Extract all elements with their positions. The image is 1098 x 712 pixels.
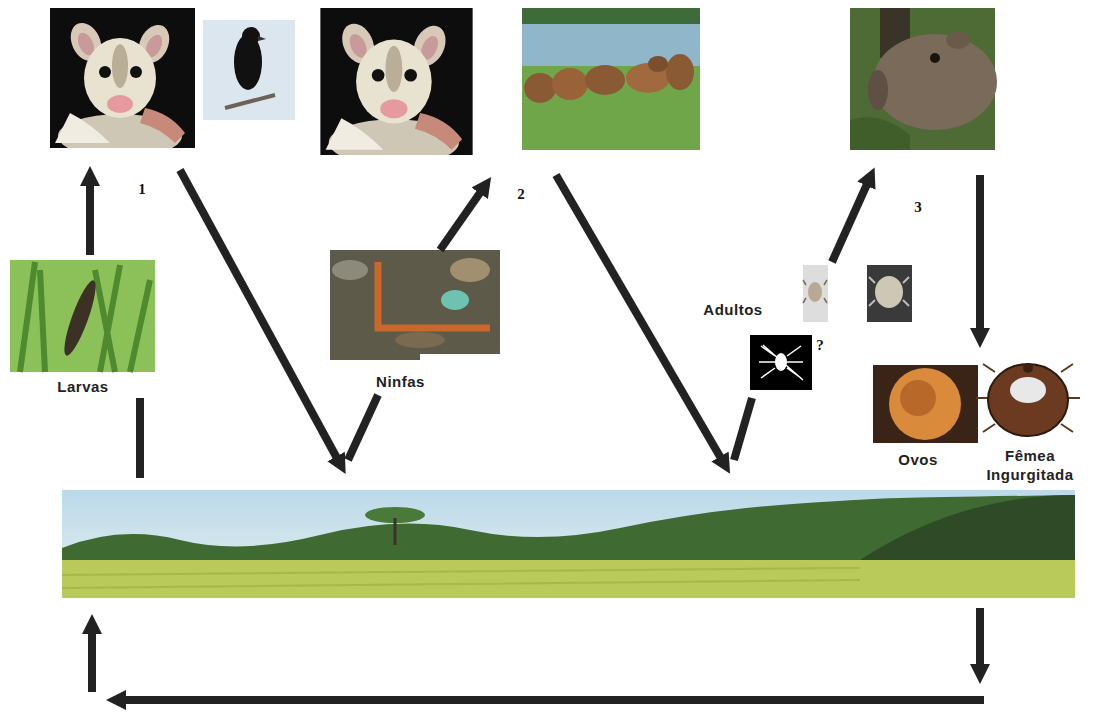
field-lines: [62, 568, 860, 588]
opossum-photo: [320, 8, 472, 166]
capybara-head: [648, 56, 668, 72]
leaf: [332, 260, 368, 280]
cycle-arrow: [556, 175, 722, 460]
far-trees: [522, 8, 700, 24]
cycle-line: [348, 395, 378, 460]
tick-scutum: [1010, 377, 1046, 403]
stage-label: Adultos: [698, 298, 768, 321]
cycle-arrow: [122, 696, 984, 704]
cycle-arrow: [832, 182, 868, 262]
adult-tick-photo: [867, 265, 912, 322]
capybara-head: [873, 34, 997, 130]
adult-tick: [875, 276, 903, 308]
stage-label: Ninfas: [371, 370, 430, 393]
capybara: [552, 68, 588, 100]
photo-edge: [420, 354, 500, 360]
adult-tick: [808, 282, 822, 302]
capybara-group-photo: [522, 8, 700, 150]
tick-icon: [750, 335, 812, 390]
bird-beak: [258, 36, 266, 41]
tree-trunk: [394, 518, 397, 545]
stage-name: Ninfas: [376, 372, 425, 391]
egg-mass: [889, 368, 961, 440]
landscape-photo: [62, 490, 1075, 598]
callout-number-box: 2: [515, 185, 527, 203]
capybara: [524, 73, 556, 103]
cycle-arrow: [180, 170, 338, 460]
leaf-litter-photo: [330, 250, 500, 360]
bird-head: [242, 27, 260, 45]
adult-tick-photo: [803, 265, 828, 322]
egg-mass: [900, 380, 936, 416]
stage-name: Larvas: [57, 377, 109, 396]
stage-name: Fêmea Ingurgitada: [980, 446, 1080, 484]
tick-mouthparts: [1023, 363, 1033, 373]
callout-number-box: 1: [136, 180, 148, 198]
leaves: [850, 117, 910, 150]
cycle-arrow: [440, 190, 482, 250]
opossum-photo: [50, 8, 195, 158]
grass-field: [62, 560, 1075, 598]
cycle-arrow: [976, 175, 984, 332]
tick-legs: [803, 280, 827, 303]
capybara-ear: [946, 31, 970, 49]
cycle-arrow: [86, 182, 94, 255]
cycle-line: [734, 398, 752, 460]
engorged-female: [988, 364, 1068, 436]
leaf: [441, 290, 469, 310]
capybara-snout: [868, 70, 888, 110]
bird-photo: [203, 20, 295, 120]
callout-number-box: 3: [912, 198, 924, 216]
grass-spike: [59, 278, 101, 359]
grass-photo: [10, 260, 155, 372]
callout-number: 3: [914, 198, 922, 216]
stage-name: Adultos: [703, 300, 763, 319]
capybara: [585, 65, 625, 95]
branch: [225, 95, 275, 108]
leaf: [450, 258, 490, 282]
stage-label: Larvas: [52, 375, 114, 398]
stage-name: Ovos: [898, 450, 938, 469]
callout-number-box: ?: [814, 336, 826, 354]
cycle-arrow: [88, 630, 96, 692]
callout-number: 2: [517, 185, 525, 203]
callout-number: ?: [816, 336, 824, 354]
eggs-photo: [873, 365, 978, 443]
cycle-line: [136, 398, 144, 478]
capybara-eye: [930, 53, 940, 63]
capybara: [666, 54, 694, 90]
tick-icon-legs: [759, 345, 803, 380]
callout-number: 1: [138, 180, 146, 198]
cycle-arrow: [976, 608, 984, 668]
stage-label: Fêmea Ingurgitada: [975, 444, 1085, 486]
tick-legs: [869, 277, 909, 306]
leaf: [395, 332, 445, 348]
nymph-cluster: [378, 262, 490, 328]
tick-icon-body: [775, 353, 787, 371]
stage-label: Ovos: [893, 448, 943, 471]
grass-blades: [20, 262, 150, 372]
